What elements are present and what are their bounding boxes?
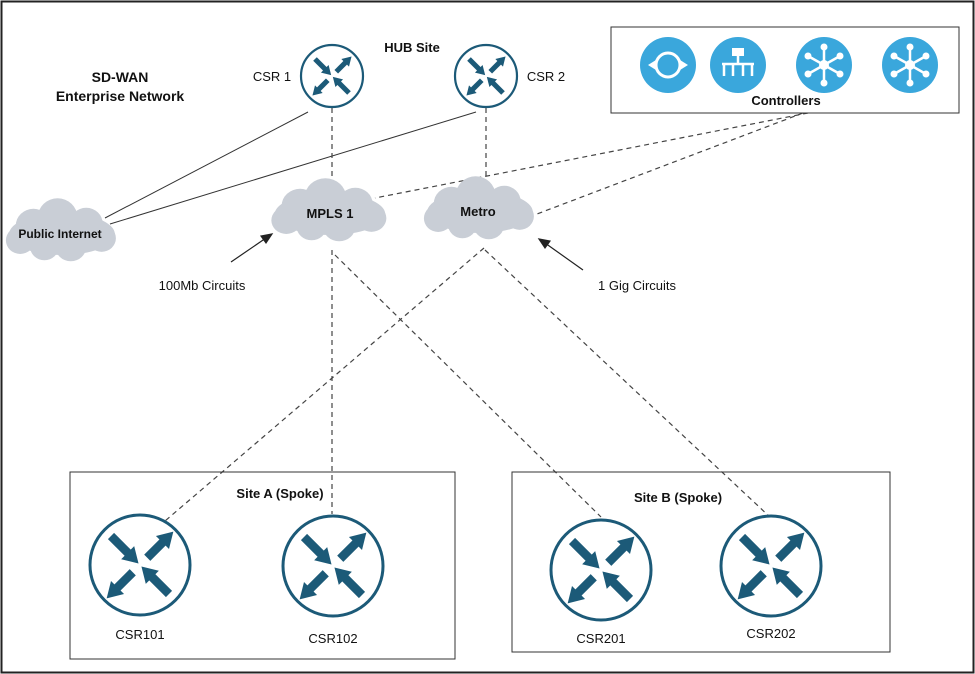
cloud-label-mpls: MPLS 1 xyxy=(307,206,354,221)
router-csr2[interactable] xyxy=(453,43,519,109)
controller-icon-3[interactable] xyxy=(796,37,852,93)
arrow-1gig xyxy=(544,242,584,271)
router-icon xyxy=(453,43,519,109)
link-mpls-csr201 xyxy=(334,254,602,518)
router-label-csr102: CSR102 xyxy=(308,631,357,646)
router-icon xyxy=(719,514,823,618)
arrow-100mb xyxy=(230,237,267,263)
circuit-arrows xyxy=(230,233,584,271)
annotation-1gig-circuits: 1 Gig Circuits xyxy=(598,278,677,293)
link-controllers-metro xyxy=(536,112,804,215)
router-label-csr2: CSR 2 xyxy=(527,69,565,84)
router-label-csr202: CSR202 xyxy=(746,626,795,641)
annotation-100mb-circuits: 100Mb Circuits xyxy=(159,278,246,293)
controller-icon-2[interactable] xyxy=(710,37,766,93)
hub-site-label: HUB Site xyxy=(384,40,440,55)
title-line-2: Enterprise Network xyxy=(56,88,185,104)
controllers-label: Controllers xyxy=(751,93,820,108)
arrow-1gig-head xyxy=(537,238,552,250)
router-icon xyxy=(549,518,653,622)
router-csr201[interactable] xyxy=(549,518,653,622)
site-a-label: Site A (Spoke) xyxy=(236,486,323,501)
cloud-label-public-internet: Public Internet xyxy=(18,227,101,241)
router-csr101[interactable] xyxy=(88,513,192,617)
dashed-links xyxy=(164,108,809,522)
router-icon xyxy=(299,43,365,109)
link-metro-csr202 xyxy=(484,249,772,519)
router-csr202[interactable] xyxy=(719,514,823,618)
title-line-1: SD-WAN xyxy=(92,69,149,85)
router-label-csr101: CSR101 xyxy=(115,627,164,642)
router-icon xyxy=(88,513,192,617)
site-b-box xyxy=(511,471,891,653)
cloud-label-metro: Metro xyxy=(460,204,495,219)
link-controllers-mpls xyxy=(374,112,809,199)
link-csr2-internet xyxy=(109,111,477,225)
site-a-box xyxy=(69,471,456,660)
vbond-orchestrator-icon xyxy=(640,37,696,93)
router-icon xyxy=(281,514,385,618)
link-metro-csr101 xyxy=(164,247,485,522)
arrow-100mb-head xyxy=(259,233,274,245)
router-csr1[interactable] xyxy=(299,43,365,109)
link-csr1-internet xyxy=(104,111,309,219)
router-label-csr1: CSR 1 xyxy=(253,69,291,84)
router-label-csr201: CSR201 xyxy=(576,631,625,646)
controller-icon-1[interactable] xyxy=(640,37,696,93)
site-b-label: Site B (Spoke) xyxy=(634,490,722,505)
controller-icon-4[interactable] xyxy=(882,37,938,93)
router-csr102[interactable] xyxy=(281,514,385,618)
links xyxy=(104,111,477,225)
